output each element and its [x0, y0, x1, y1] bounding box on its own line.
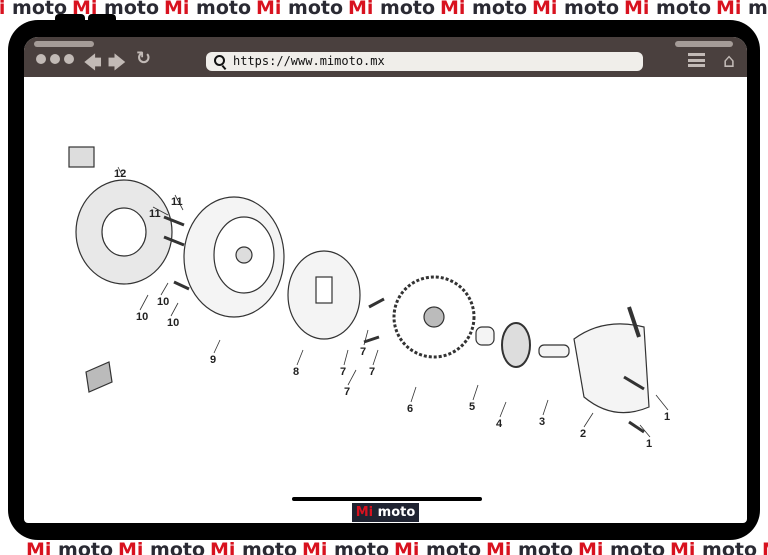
- callout-leader: [472, 384, 479, 401]
- watermark-text: Mi moto: [624, 0, 712, 19]
- watermark-text: Mi moto: [164, 0, 252, 19]
- address-bar[interactable]: https://www.mimoto.mx: [206, 52, 643, 71]
- cover: [573, 323, 650, 414]
- reload-icon[interactable]: ↻: [136, 48, 152, 69]
- callout-leader: [363, 329, 369, 346]
- watermark-text: Mi moto: [348, 0, 436, 19]
- shaft: [538, 344, 570, 358]
- callout-label: 5: [469, 401, 475, 413]
- window-dot-icon[interactable]: [50, 54, 60, 64]
- callout-leader: [160, 282, 169, 296]
- watermark-text: Mi moto: [762, 539, 768, 555]
- tablet-button: [55, 14, 85, 24]
- watermark-text: Mi moto: [118, 539, 206, 555]
- callout-label: 7: [344, 386, 350, 398]
- callout-label: 1: [664, 411, 670, 423]
- bearing: [475, 326, 495, 346]
- callout-label: 3: [539, 416, 545, 428]
- callout-label: 10: [167, 317, 179, 329]
- browser-toolbar: 🡄 🡆 ↻ https://www.mimoto.mx ⌂: [24, 37, 747, 77]
- footer-logo: Mi moto: [352, 503, 419, 522]
- callout-label: 4: [496, 418, 503, 430]
- url-text: https://www.mimoto.mx: [233, 54, 385, 68]
- callout-leader: [639, 424, 651, 438]
- callout-leader: [152, 206, 169, 216]
- callout-leader: [343, 349, 349, 366]
- watermark-text: Mi moto: [670, 539, 758, 555]
- browser-window: 🡄 🡆 ↻ https://www.mimoto.mx ⌂: [24, 37, 747, 523]
- watermark-text: Mi moto: [394, 539, 482, 555]
- callout-leader: [296, 349, 304, 366]
- callout-label: 11: [171, 196, 183, 208]
- watermark-text: Mi moto: [716, 0, 768, 19]
- watermark-text: Mi moto: [256, 0, 344, 19]
- callout-label: 2: [580, 428, 586, 440]
- watermark-text: Mi moto: [440, 0, 528, 19]
- callout-label: 7: [360, 346, 366, 358]
- watermark-text: Mi moto: [26, 539, 114, 555]
- watermark-text: Mi moto: [302, 539, 390, 555]
- watermark-text: Mi moto: [0, 0, 68, 19]
- home-icon[interactable]: ⌂: [722, 50, 735, 72]
- callout-label: 10: [136, 311, 148, 323]
- direction-arrow-icon: [85, 361, 113, 393]
- callout-leader: [655, 394, 669, 411]
- callout-leader: [542, 399, 549, 416]
- menu-icon[interactable]: [688, 53, 705, 67]
- callout-leader: [499, 401, 507, 418]
- watermark-text: Mi moto: [486, 539, 574, 555]
- callout-label: 11: [149, 208, 161, 220]
- watermark-text: Mi moto: [210, 539, 298, 555]
- callout-label: 12: [114, 168, 126, 180]
- tablet-button: [88, 14, 116, 24]
- callout-label: 1: [646, 438, 652, 450]
- callout-label: 9: [210, 354, 216, 366]
- callout-label: 10: [157, 296, 169, 308]
- callout-label: 8: [293, 366, 299, 378]
- tab-indicator-right: [675, 41, 733, 47]
- callout-leader: [170, 302, 179, 317]
- watermark-text: Mi moto: [532, 0, 620, 19]
- callout-leader: [117, 166, 124, 178]
- callout-leader: [139, 294, 149, 311]
- watermark-text: Mi moto: [578, 539, 666, 555]
- back-arrow-icon[interactable]: 🡄: [84, 53, 102, 73]
- idle-gear: [501, 322, 531, 368]
- callout-leader: [372, 349, 379, 366]
- callout-label: 7: [340, 366, 346, 378]
- window-dot-icon[interactable]: [64, 54, 74, 64]
- callout-leader: [213, 339, 221, 354]
- forward-arrow-icon[interactable]: 🡆: [108, 53, 126, 73]
- stator-coil: [68, 146, 173, 285]
- tab-indicator: [34, 41, 94, 47]
- callout-label: 6: [407, 403, 413, 415]
- callout-leader: [174, 194, 184, 211]
- callout-leader: [347, 369, 357, 386]
- search-icon: [214, 55, 225, 66]
- callout-leader: [583, 412, 594, 428]
- callout-label: 7: [369, 366, 375, 378]
- window-dot-icon[interactable]: [36, 54, 46, 64]
- home-indicator[interactable]: [292, 497, 482, 501]
- callout-leader: [410, 386, 417, 403]
